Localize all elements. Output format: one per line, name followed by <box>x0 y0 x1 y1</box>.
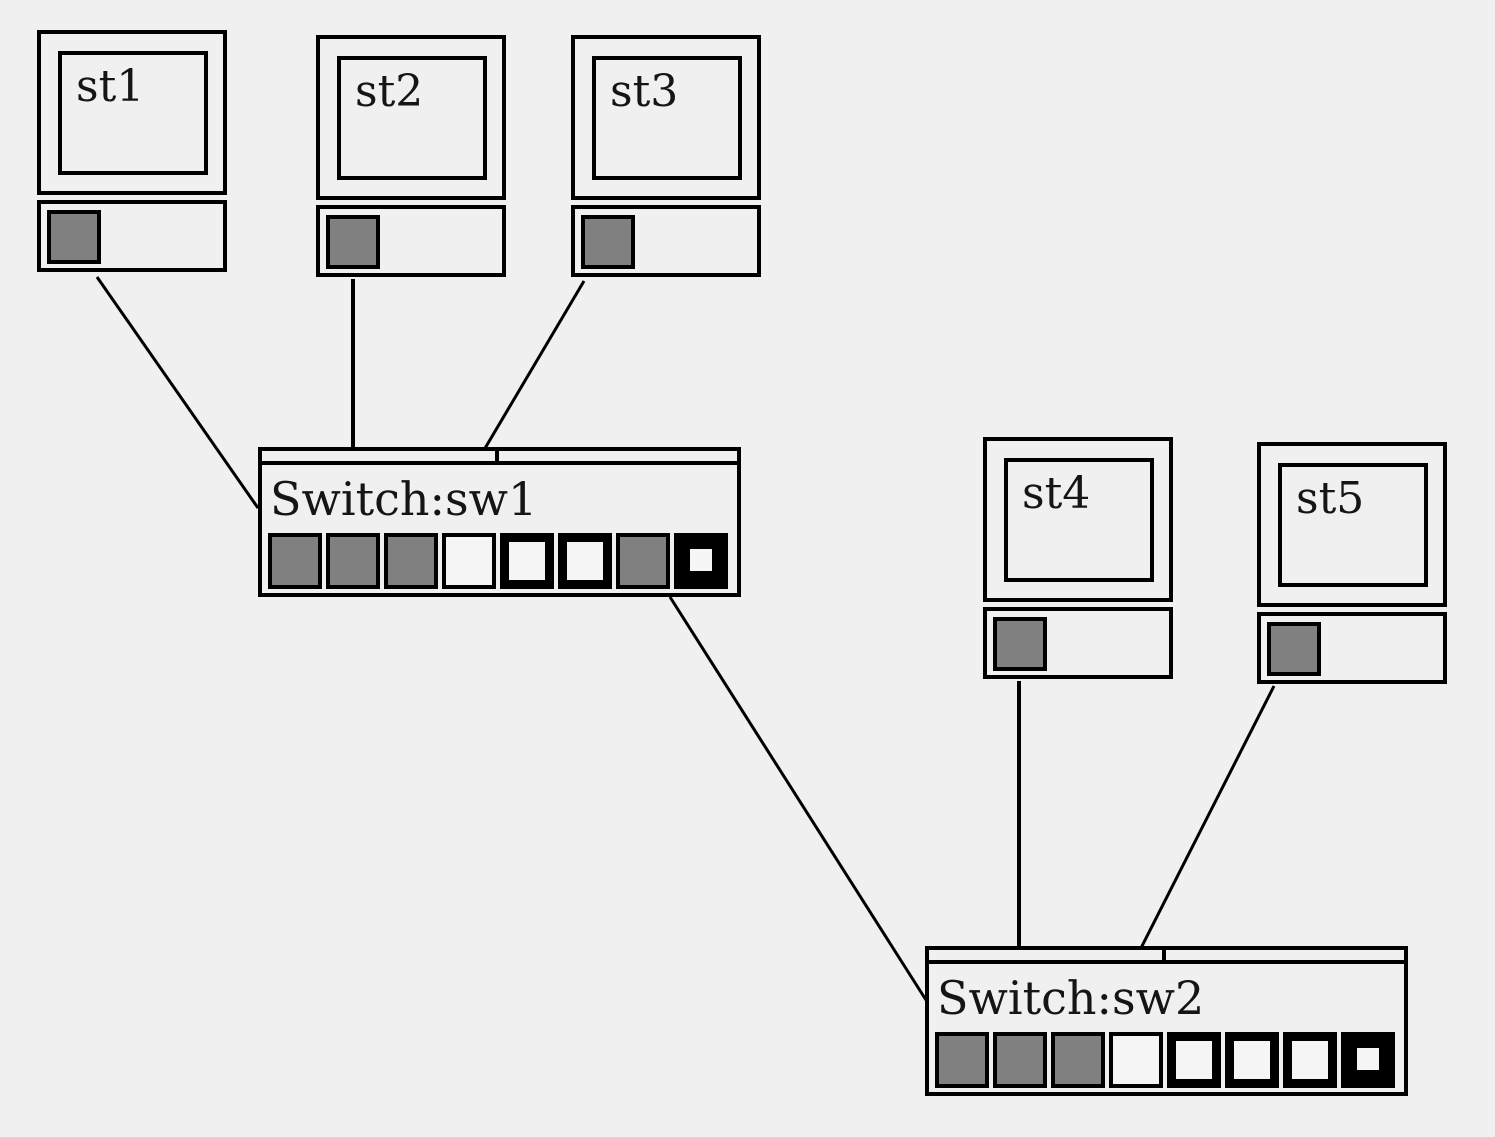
station-base <box>316 205 506 277</box>
monitor-icon: st1 <box>37 30 227 195</box>
switch-port-2 <box>326 533 380 589</box>
station-base <box>571 205 761 277</box>
station-label: st1 <box>76 61 145 112</box>
network-port-icon <box>326 215 380 269</box>
switch-body: Switch:sw1 <box>258 461 741 597</box>
switch-label: Switch:sw1 <box>270 472 538 526</box>
switch-port-7 <box>616 533 670 589</box>
screen: st1 <box>58 51 208 175</box>
screen: st3 <box>592 56 742 180</box>
link-st3-sw1 <box>482 280 586 451</box>
network-port-icon <box>581 215 635 269</box>
switch-port-1 <box>268 533 322 589</box>
switch-port-row <box>268 533 728 589</box>
station-base <box>37 200 227 272</box>
switch-port-5 <box>500 533 554 589</box>
switch-port-6 <box>558 533 612 589</box>
monitor-icon: st3 <box>571 35 761 200</box>
station-label: st4 <box>1022 468 1091 519</box>
link-sw1-sw2 <box>668 596 928 1001</box>
switch-body: Switch:sw2 <box>925 960 1408 1096</box>
switch-port-8 <box>1341 1032 1395 1088</box>
switch-port-8 <box>674 533 728 589</box>
screen: st2 <box>337 56 487 180</box>
monitor-icon: st4 <box>983 437 1173 602</box>
switch-port-4 <box>1109 1032 1163 1088</box>
switch-port-5 <box>1167 1032 1221 1088</box>
link-st5-sw2 <box>1139 685 1276 949</box>
station-st2[interactable]: st2 <box>316 35 506 279</box>
station-st3[interactable]: st3 <box>571 35 761 279</box>
switch-sw1[interactable]: Switch:sw1 <box>258 447 741 597</box>
screen: st4 <box>1004 458 1154 582</box>
station-st5[interactable]: st5 <box>1257 442 1447 686</box>
switch-port-6 <box>1225 1032 1279 1088</box>
switch-port-4 <box>442 533 496 589</box>
switch-top-divider <box>1162 950 1166 964</box>
station-base <box>983 607 1173 679</box>
switch-sw2[interactable]: Switch:sw2 <box>925 946 1408 1096</box>
link-st1-sw1 <box>95 276 260 509</box>
switch-label: Switch:sw2 <box>937 971 1205 1025</box>
network-port-icon <box>47 210 101 264</box>
switch-top-divider <box>495 451 499 465</box>
switch-port-1 <box>935 1032 989 1088</box>
network-port-icon <box>993 617 1047 671</box>
switch-port-7 <box>1283 1032 1337 1088</box>
station-st1[interactable]: st1 <box>37 30 227 274</box>
station-label: st3 <box>610 66 679 117</box>
switch-port-row <box>935 1032 1395 1088</box>
switch-port-3 <box>384 533 438 589</box>
monitor-icon: st2 <box>316 35 506 200</box>
station-label: st5 <box>1296 473 1365 524</box>
switch-port-2 <box>993 1032 1047 1088</box>
station-label: st2 <box>355 66 424 117</box>
screen: st5 <box>1278 463 1428 587</box>
monitor-icon: st5 <box>1257 442 1447 607</box>
station-base <box>1257 612 1447 684</box>
station-st4[interactable]: st4 <box>983 437 1173 681</box>
network-port-icon <box>1267 622 1321 676</box>
switch-port-3 <box>1051 1032 1105 1088</box>
